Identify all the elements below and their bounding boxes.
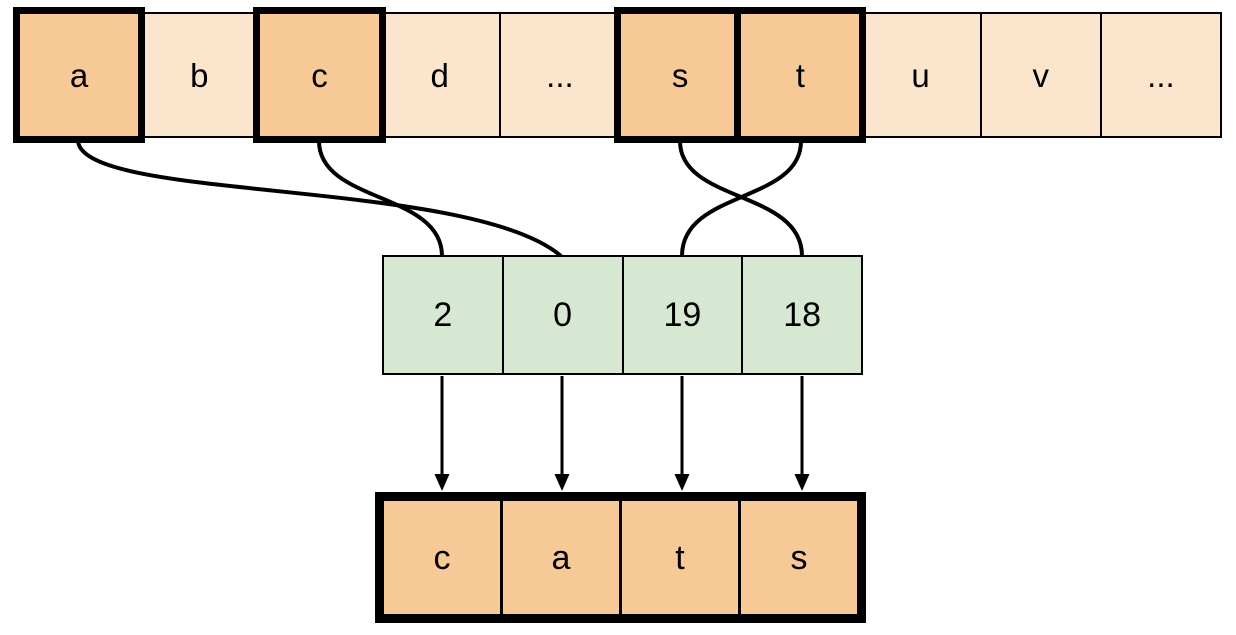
curve-a-to-index-0 — [76, 140, 563, 258]
word-cell-label: t — [675, 538, 685, 577]
index-cell-18: 18 — [742, 256, 862, 374]
alphabet-cell-label: b — [190, 56, 209, 94]
index-cell-label: 18 — [783, 296, 822, 334]
word-cell-c: c — [384, 501, 500, 614]
alphabet-cell-a: a — [19, 13, 140, 137]
alphabet-cell-b: b — [139, 13, 260, 137]
word-cell-s: s — [738, 501, 857, 614]
index-cell-19: 19 — [622, 256, 743, 374]
word-cell-t: t — [619, 501, 738, 614]
index-cell-label: 0 — [553, 296, 573, 334]
alphabet-cell-s: s — [620, 13, 741, 137]
word-cell-label: a — [551, 538, 571, 577]
alphabet-cell-ellipsis-9: ... — [1100, 13, 1222, 137]
alphabet-cell-c: c — [259, 13, 380, 137]
arrow-index-to-word-3 — [674, 376, 690, 491]
alphabet-cell-u: u — [860, 13, 981, 137]
alphabet-cell-v: v — [980, 13, 1101, 137]
index-cell-2: 2 — [383, 256, 503, 374]
alphabet-cell-label: c — [311, 56, 328, 94]
curve-c-to-index-2 — [317, 140, 444, 257]
index-cell-0: 0 — [502, 256, 623, 374]
alphabet-cell-t: t — [740, 13, 861, 137]
word-cell-a: a — [500, 501, 619, 614]
arrow-index-to-word-2 — [554, 376, 570, 491]
index-cell-label: 19 — [663, 296, 702, 334]
arrow-index-to-word-4 — [794, 376, 810, 491]
alphabet-cell-label: s — [671, 56, 689, 94]
word-cell-label: s — [790, 538, 808, 577]
alphabet-cell-ellipsis-4: ... — [499, 13, 621, 137]
alphabet-cell-label: v — [1032, 56, 1049, 94]
arrow-index-to-word-1 — [434, 376, 450, 491]
alphabet-cell-label: u — [911, 56, 930, 94]
alphabet-cell-label: a — [69, 56, 89, 94]
alphabet-cell-label: ... — [546, 56, 574, 94]
curve-t-to-index-19 — [680, 140, 803, 257]
alphabet-cell-label: t — [795, 56, 805, 94]
index-cell-label: 2 — [433, 296, 453, 334]
alphabet-cell-label: d — [430, 56, 449, 94]
word-cell-label: c — [433, 538, 451, 577]
alphabet-cell-d: d — [379, 13, 500, 137]
alphabet-array: a b c d... s t u v... — [18, 12, 1222, 138]
alphabet-cell-label: ... — [1147, 56, 1175, 94]
